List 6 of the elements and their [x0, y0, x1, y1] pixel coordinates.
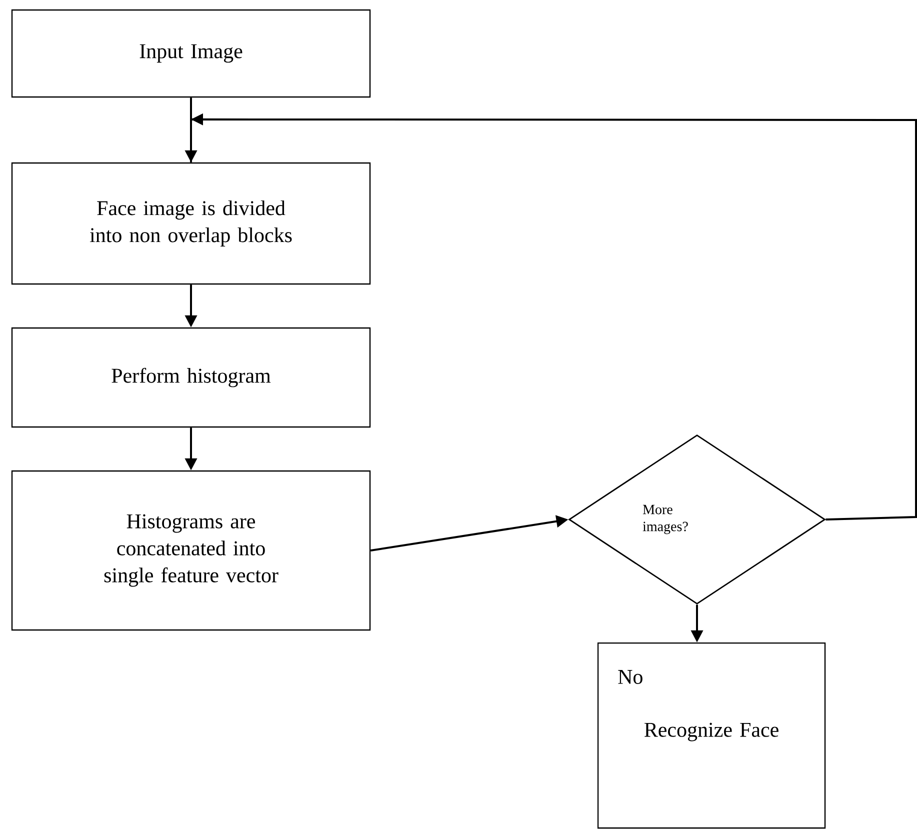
process-box: Input Image — [11, 9, 371, 98]
process-box: Histograms are concatenated into single feature vector — [11, 470, 371, 631]
arrow — [190, 113, 917, 520]
process-box: Face image is divided into non overlap blocks — [11, 162, 371, 285]
process-box: No Recognize Face — [597, 642, 826, 829]
process-box: Perform histogram — [11, 327, 371, 428]
